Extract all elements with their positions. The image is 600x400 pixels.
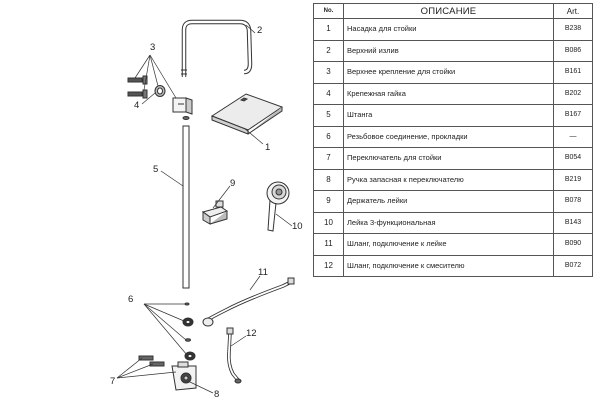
row-no: 6 — [313, 125, 344, 148]
callout-7: 7 — [110, 376, 115, 387]
row-art: B078 — [553, 190, 593, 213]
mounting-nut — [154, 85, 166, 97]
rod-gasket — [182, 116, 190, 120]
row-no: 1 — [313, 18, 344, 41]
shower-rod — [182, 125, 190, 289]
row-art: B072 — [553, 254, 593, 277]
callout-10: 10 — [292, 221, 303, 232]
threaded-connection-gaskets — [182, 302, 196, 361]
row-art: B090 — [553, 233, 593, 256]
row-no: 10 — [313, 211, 344, 234]
row-no: 12 — [313, 254, 344, 277]
row-description: Шланг, подключение к смесителю — [343, 254, 554, 277]
row-description: Шланг, подключение к лейке — [343, 233, 554, 256]
callout-8: 8 — [214, 389, 219, 400]
row-description: Штанга — [343, 104, 554, 127]
row-no: 11 — [313, 233, 344, 256]
diverter-knob — [180, 372, 192, 384]
row-art: B238 — [553, 18, 593, 41]
callout-2: 2 — [257, 25, 262, 36]
row-art: B086 — [553, 39, 593, 62]
row-description: Переключатель для стойки — [343, 147, 554, 170]
row-no: 2 — [313, 39, 344, 62]
row-description: Держатель лейки — [343, 190, 554, 213]
hand-shower-holder — [201, 200, 229, 225]
row-no: 9 — [313, 190, 344, 213]
callout-11: 11 — [258, 267, 268, 278]
row-description: Резьбовое соединение, прокладки — [343, 125, 554, 148]
callout-1: 1 — [265, 142, 270, 153]
row-no: 4 — [313, 82, 344, 105]
square-shower-head — [210, 93, 284, 135]
row-art: B219 — [553, 168, 593, 191]
hand-shower-hose — [202, 277, 295, 327]
mixer-hose — [226, 327, 242, 384]
row-description: Насадка для стойки — [343, 18, 554, 41]
callout-5: 5 — [153, 164, 158, 175]
hand-shower — [266, 181, 290, 232]
row-art: B143 — [553, 211, 593, 234]
row-no: 5 — [313, 104, 344, 127]
callout-3: 3 — [150, 42, 155, 53]
header-art: Art. — [553, 3, 593, 19]
table-header-row: No. ОПИСАНИЕ Art. — [313, 3, 593, 19]
row-description: Верхний излив — [343, 39, 554, 62]
row-description: Ручка запасная к переключателю — [343, 168, 554, 191]
header-no: No. — [313, 3, 344, 19]
upper-spout — [181, 19, 253, 77]
row-art: B054 — [553, 147, 593, 170]
callout-12: 12 — [246, 328, 257, 339]
row-no: 7 — [313, 147, 344, 170]
top-mount-bracket — [127, 75, 193, 115]
row-art: B167 — [553, 104, 593, 127]
row-no: 8 — [313, 168, 344, 191]
row-no: 3 — [313, 61, 344, 84]
callout-9: 9 — [230, 178, 235, 189]
row-art: B161 — [553, 61, 593, 84]
row-description: Лейка 3-функциональная — [343, 211, 554, 234]
header-description: ОПИСАНИЕ — [343, 3, 554, 19]
leader-lines — [116, 24, 293, 394]
row-description: Верхнее крепление для стойки — [343, 61, 554, 84]
row-description: Крепежная гайка — [343, 82, 554, 105]
row-art: B202 — [553, 82, 593, 105]
callout-4: 4 — [134, 100, 139, 111]
row-art: — — [553, 125, 593, 148]
callout-6: 6 — [128, 294, 133, 305]
